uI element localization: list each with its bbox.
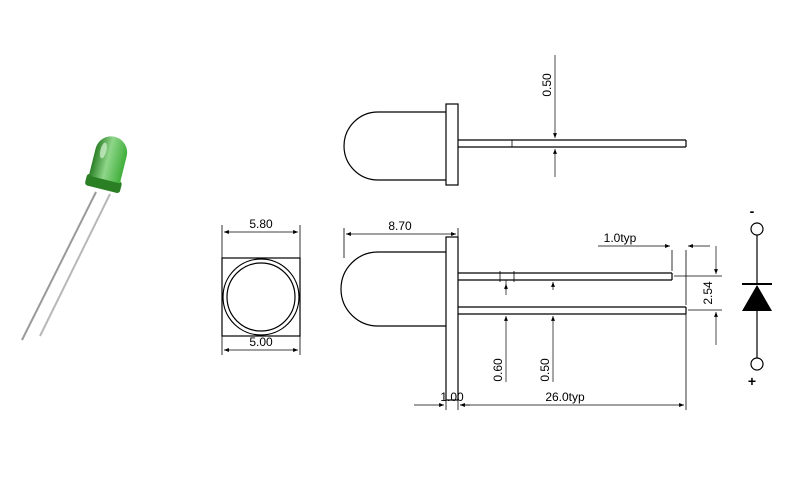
dim-dome-width: 5.80	[249, 217, 273, 231]
front-view: 5.80 5.00	[221, 217, 301, 355]
main-flange	[445, 236, 459, 401]
anode-sign: +	[748, 373, 756, 389]
dim-body-diameter: 5.00	[249, 335, 273, 349]
dim-lead-step: 1.0typ	[604, 231, 637, 245]
led-leg-left	[21, 191, 97, 341]
main-dome-outline	[340, 251, 446, 327]
cathode-terminal	[750, 222, 764, 236]
led-dome	[88, 136, 128, 184]
diode-symbol: - +	[742, 203, 772, 389]
dim-lead-thickness: 0.50	[538, 358, 552, 382]
front-inner-circle	[226, 262, 296, 332]
front-outline-square	[221, 257, 301, 337]
dim-body-length: 8.70	[388, 219, 412, 233]
dim-pitch: 2.54	[701, 281, 715, 305]
dim-lead-length: 26.0typ	[545, 390, 585, 404]
cathode-sign: -	[750, 203, 755, 219]
led-illustration	[21, 136, 128, 341]
led-leg-right	[39, 193, 111, 337]
dim-flange: 1.00	[440, 390, 464, 404]
diode-triangle	[742, 285, 772, 311]
dim-lead-offset-top: 0.50	[540, 73, 554, 97]
top-flange	[445, 103, 459, 186]
led-highlight	[99, 142, 107, 159]
top-side-view: 0.50	[343, 55, 687, 186]
main-side-view: 8.70 0.60 0.50 1.00 26.0typ 1.0typ 2.54	[340, 219, 722, 410]
led-flange	[85, 173, 122, 193]
dim-lead-width: 0.60	[491, 358, 505, 382]
top-dome-outline	[343, 111, 446, 181]
anode-terminal	[750, 357, 764, 371]
front-outer-circle	[222, 258, 300, 336]
